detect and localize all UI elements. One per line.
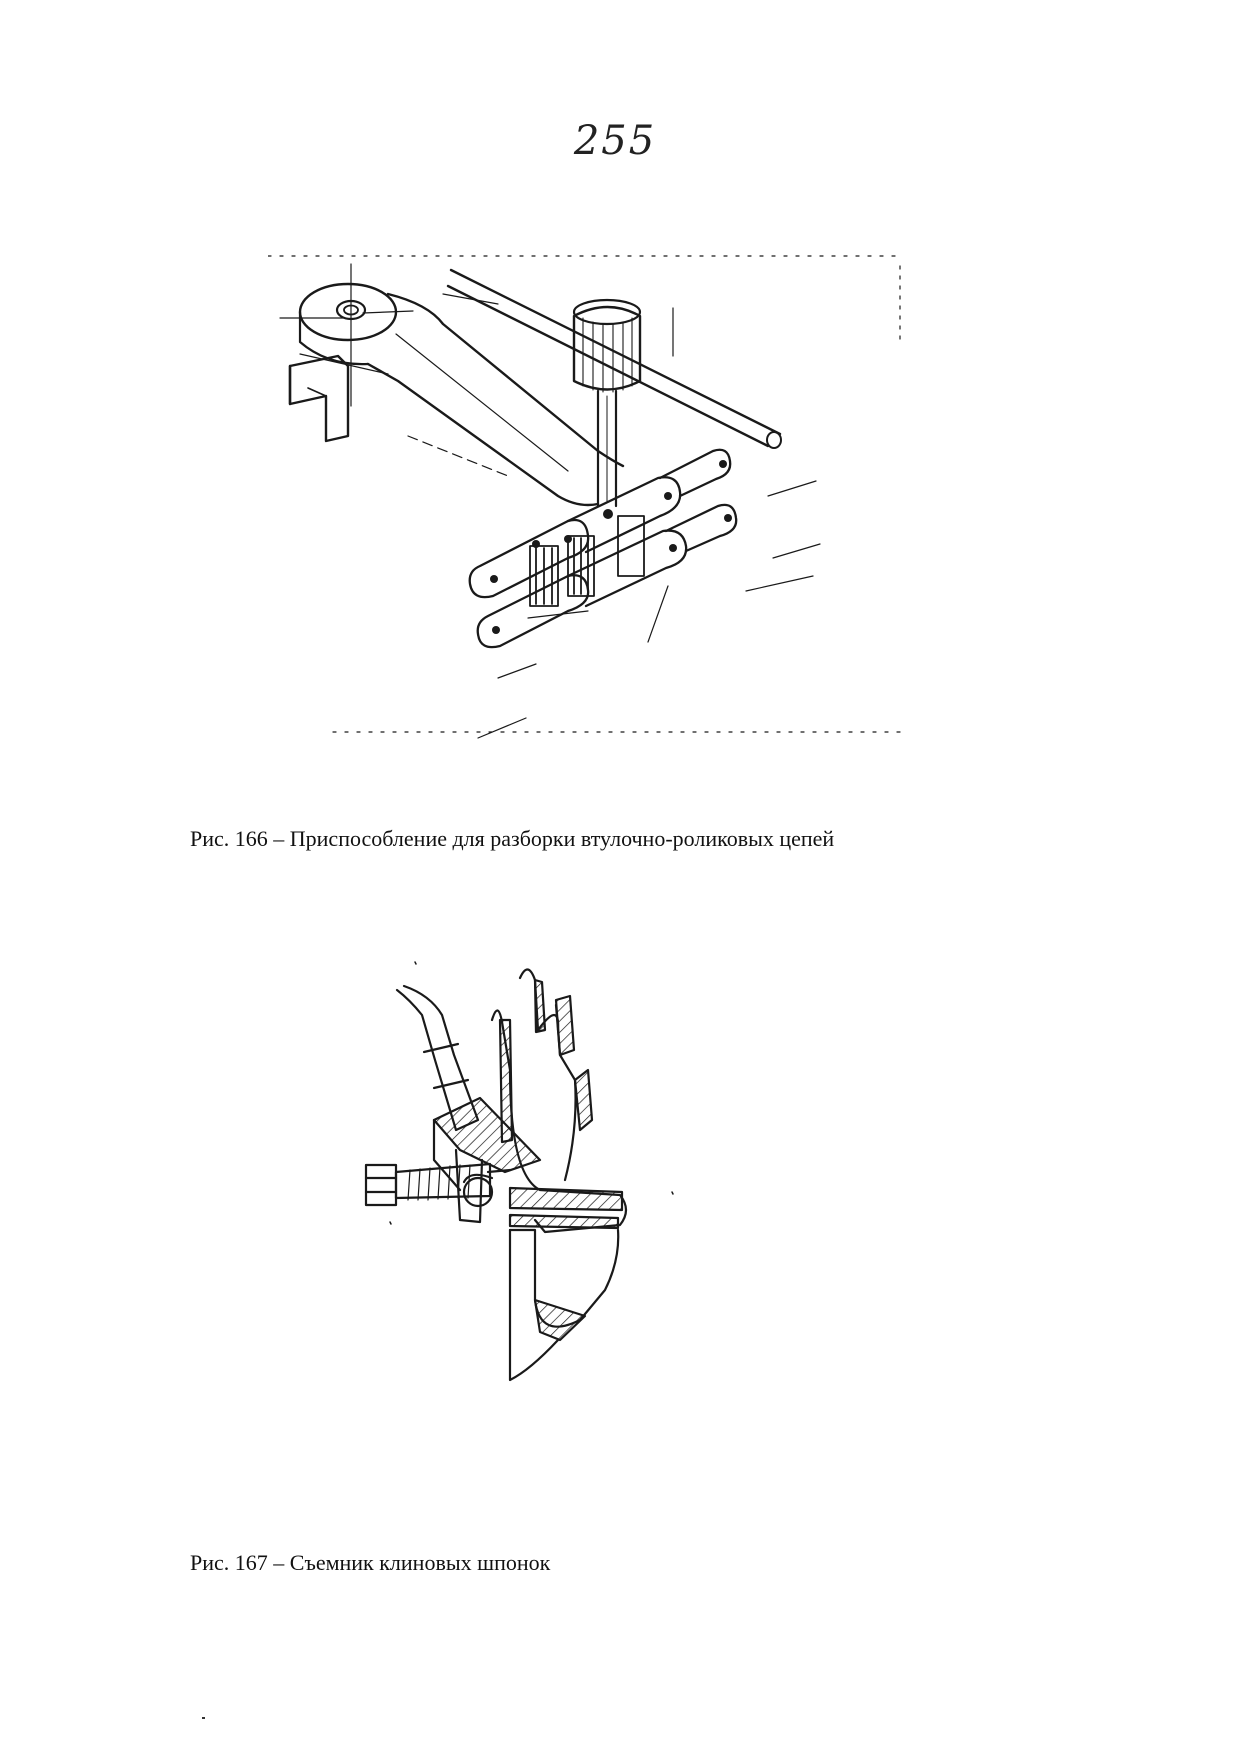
figure-166-drawing bbox=[267, 246, 908, 746]
figure-166-caption: Рис. 166 – Приспособление для разборки в… bbox=[190, 826, 835, 851]
scan-speck bbox=[202, 1717, 205, 1719]
figure-167-drawing bbox=[360, 960, 720, 1420]
page-number: 255 bbox=[573, 118, 657, 164]
figure-167-caption: Рис. 167 – Съемник клиновых шпонок bbox=[190, 1550, 551, 1575]
